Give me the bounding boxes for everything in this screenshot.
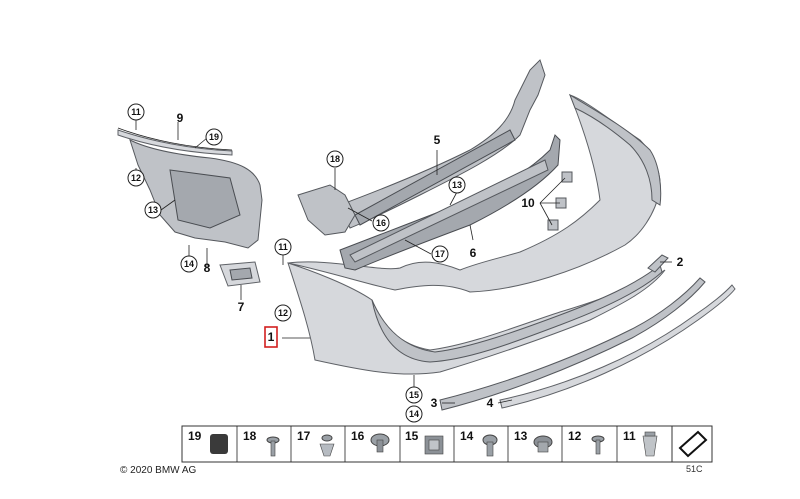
callout-19[interactable]: 19 [205,128,223,146]
left-bracket-inner [169,169,241,229]
legend-item-17[interactable]: 17 [297,429,311,443]
callout-15[interactable]: 15 [405,386,423,404]
svg-text:1: 1 [268,330,275,344]
trim-strip-9 [117,127,233,151]
svg-text:15: 15 [409,390,419,400]
bolt-washer-icon [482,434,498,457]
callout-7[interactable]: 7 [238,300,245,314]
clips-10[interactable] [547,171,573,231]
legend-item-19[interactable]: 19 [188,429,202,443]
svg-text:12: 12 [131,173,141,183]
svg-text:13: 13 [148,205,158,215]
reflector-2[interactable] [647,254,669,273]
callout-3[interactable]: 3 [431,396,438,410]
svg-text:3: 3 [431,396,438,410]
svg-text:4: 4 [487,396,494,410]
callout-labels: 11 9 19 12 13 14 8 7 18 16 5 13 6 17 10 … [127,103,684,423]
svg-text:6: 6 [470,246,477,260]
svg-text:7: 7 [238,300,245,314]
reflector-bracket-hole [229,267,253,281]
short-screw-icon [591,435,605,455]
callout-10[interactable]: 10 [521,196,535,210]
hex-nut-icon [533,435,553,453]
carrier-ribs [354,129,516,226]
svg-text:2: 2 [677,255,684,269]
next-page-arrow-icon [678,430,708,458]
callout-6[interactable]: 6 [470,246,477,260]
legend-item-18[interactable]: 18 [243,429,257,443]
svg-text:8: 8 [204,261,211,275]
clip-icon [319,434,335,457]
bumper-lower-face [371,264,663,363]
legend-item-12[interactable]: 12 [568,429,582,443]
legend-item-14[interactable]: 14 [460,429,474,443]
lower-trim-3[interactable] [439,277,706,411]
svg-text:19: 19 [209,132,219,142]
callout-2[interactable]: 2 [677,255,684,269]
svg-text:16: 16 [376,218,386,228]
callout-17[interactable]: 17 [431,245,449,263]
push-clip-icon [642,431,658,457]
callout-13b[interactable]: 13 [448,176,466,194]
callout-5[interactable]: 5 [434,133,441,147]
svg-text:17: 17 [435,249,445,259]
callout-12[interactable]: 12 [127,169,145,187]
callout-18[interactable]: 18 [326,150,344,168]
svg-text:18: 18 [330,154,340,164]
callout-1[interactable]: 1 [268,330,275,344]
spring-nut-icon [424,435,444,455]
callout-9[interactable]: 9 [177,111,184,125]
legend-item-13[interactable]: 13 [514,429,528,443]
bumper-carrier[interactable] [339,59,546,229]
svg-text:10: 10 [521,196,535,210]
trim-strip-9-body[interactable] [117,129,233,156]
diagram-code: 51C [686,464,703,474]
callout-11[interactable]: 11 [127,103,145,121]
absorber-face [349,159,549,263]
legend-item-16[interactable]: 16 [351,429,365,443]
svg-text:11: 11 [131,107,141,117]
callout-12b[interactable]: 12 [274,304,292,322]
callout-8[interactable]: 8 [204,261,211,275]
svg-text:11: 11 [278,242,288,252]
legend-item-11[interactable]: 11 [623,429,636,443]
bumper-upper-edge [569,93,662,206]
nut-icon [370,433,390,453]
highlight-box [264,326,278,348]
legend-item-15[interactable]: 15 [405,429,419,443]
bumper-cover[interactable] [287,94,666,375]
rubber-buffer-icon [210,434,228,454]
svg-text:13: 13 [452,180,462,190]
callout-13[interactable]: 13 [144,201,162,219]
callout-16[interactable]: 16 [372,214,390,232]
copyright-text: © 2020 BMW AG [120,465,197,476]
svg-text:14: 14 [409,409,419,419]
svg-text:14: 14 [184,259,194,269]
callout-11b[interactable]: 11 [274,238,292,256]
center-bracket[interactable] [297,184,356,236]
callout-14b[interactable]: 14 [405,405,423,423]
svg-text:9: 9 [177,111,184,125]
callout-4[interactable]: 4 [487,396,494,410]
svg-text:12: 12 [278,308,288,318]
fastener-legend: 19 18 17 16 15 14 13 12 11 [181,425,713,463]
lower-trim-4[interactable] [499,284,736,409]
svg-text:5: 5 [434,133,441,147]
screw-icon [266,436,280,457]
callout-14[interactable]: 14 [180,255,198,273]
